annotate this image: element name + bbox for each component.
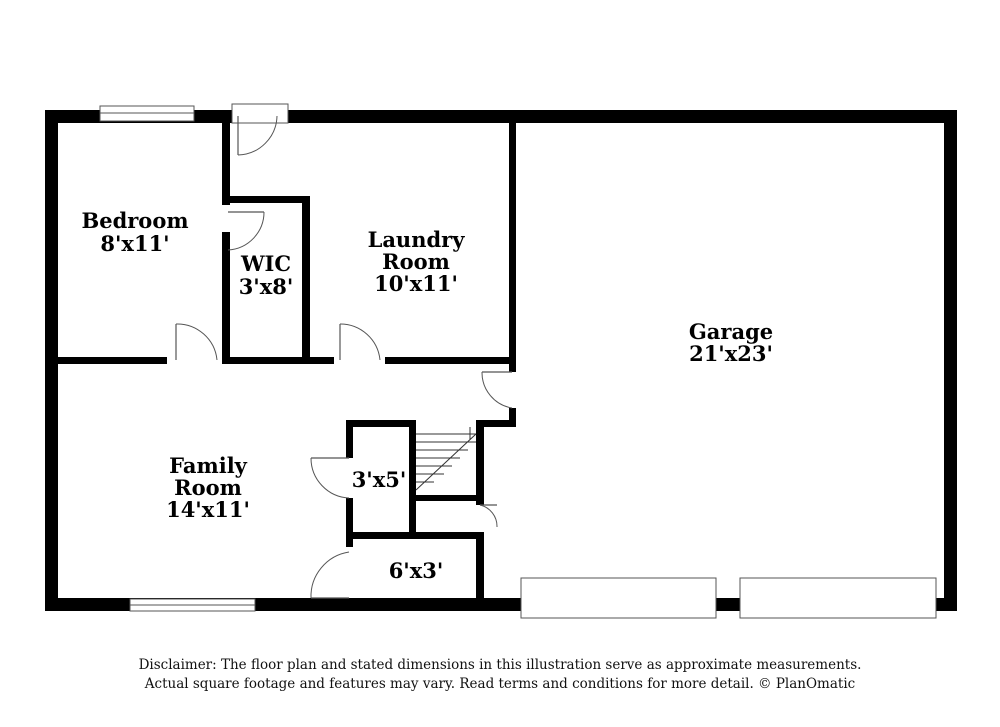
disclaimer-line1: Disclaimer: The floor plan and stated di… <box>138 657 862 673</box>
exterior-door <box>231 103 289 156</box>
family-name-line1: Family <box>169 453 248 478</box>
garage-dims: 21'x23' <box>689 341 773 366</box>
room-labels: Bedroom 8'x11' WIC 3'x8' Laundry Room 10… <box>81 208 773 583</box>
bedroom-dims: 8'x11' <box>100 231 169 256</box>
garage-doors <box>520 577 937 619</box>
garage-door-left <box>520 577 717 619</box>
closet1-dims: 3'x5' <box>352 467 407 492</box>
garage-door-right <box>739 577 937 619</box>
disclaimer: Disclaimer: The floor plan and stated di… <box>0 656 1000 694</box>
stairs <box>415 427 477 491</box>
laundry-name-line1: Laundry <box>368 227 466 252</box>
bedroom-name: Bedroom <box>81 208 188 233</box>
family-name-line2: Room <box>174 475 242 500</box>
wic-dims: 3'x8' <box>239 274 294 299</box>
floor-plan: Bedroom 8'x11' WIC 3'x8' Laundry Room 10… <box>45 103 957 619</box>
windows <box>99 105 256 612</box>
closet2-dims: 6'x3' <box>389 558 444 583</box>
laundry-name-line2: Room <box>382 249 450 274</box>
garage-name: Garage <box>689 319 773 344</box>
interior-walls <box>45 110 516 611</box>
laundry-dims: 10'x11' <box>374 271 458 296</box>
family-dims: 14'x11' <box>166 497 250 522</box>
wic-name: WIC <box>240 251 291 276</box>
doors <box>167 205 516 599</box>
disclaimer-line2: Actual square footage and features may v… <box>144 676 856 692</box>
